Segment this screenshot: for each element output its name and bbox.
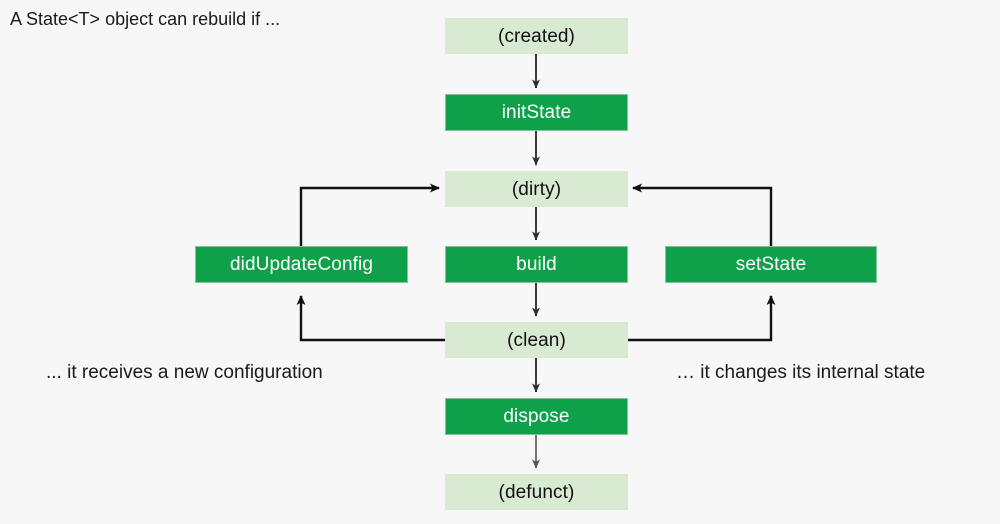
node-clean-label: (clean) — [507, 329, 566, 351]
diagram-title: A State<T> object can rebuild if ... — [10, 9, 281, 29]
node-setstate-label: setState — [735, 254, 807, 275]
caption-left: ... it receives a new configuration — [46, 362, 323, 383]
node-initstate[interactable]: initState — [445, 94, 628, 131]
node-dirty[interactable]: (dirty) — [445, 171, 628, 207]
node-defunct-label: (defunct) — [498, 481, 575, 503]
node-dirty-label: (dirty) — [511, 178, 562, 200]
edge-didupdateconfig-to-dirty — [299, 183, 440, 246]
edge-setstate-to-dirty — [632, 183, 773, 246]
node-created-label: (created) — [498, 25, 575, 47]
edge-clean-to-setstate — [628, 295, 776, 342]
caption-right: … it changes its internal state — [676, 362, 926, 383]
node-clean[interactable]: (clean) — [445, 322, 628, 358]
node-created[interactable]: (created) — [445, 18, 628, 54]
node-build-label: build — [516, 254, 557, 275]
node-initstate-label: initState — [501, 102, 572, 123]
edge-clean-to-didupdateconfig — [296, 295, 445, 342]
node-setstate[interactable]: setState — [665, 246, 877, 283]
node-dispose-label: dispose — [503, 406, 570, 427]
node-build[interactable]: build — [445, 246, 628, 283]
node-dispose[interactable]: dispose — [445, 398, 628, 435]
node-defunct[interactable]: (defunct) — [445, 474, 628, 510]
node-didupdateconfig[interactable]: didUpdateConfig — [195, 246, 408, 283]
node-didupdateconfig-label: didUpdateConfig — [229, 254, 374, 275]
